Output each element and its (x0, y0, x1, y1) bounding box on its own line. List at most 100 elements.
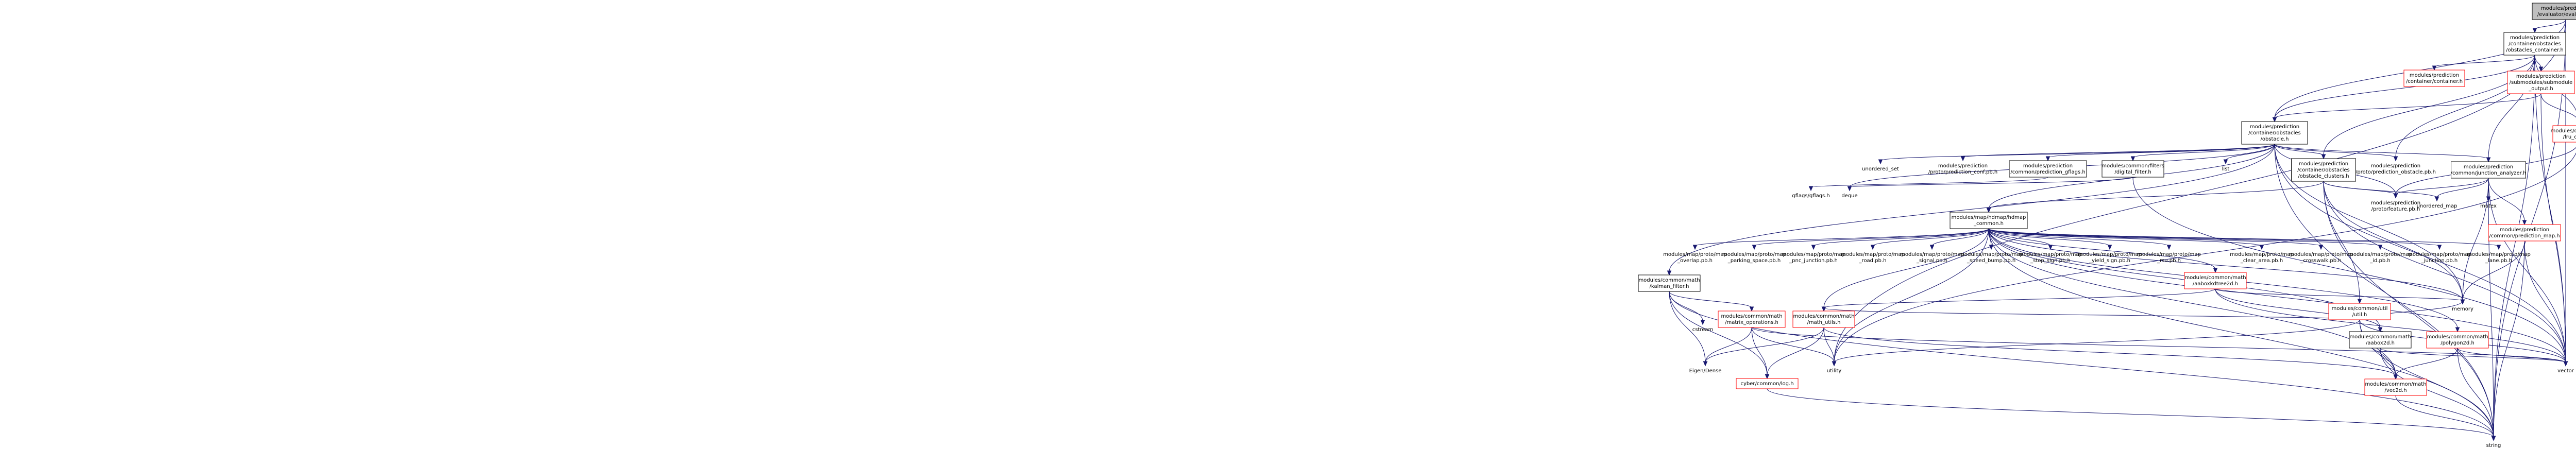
node-label-lane_pb-line-0: modules/map/proto/map (2467, 252, 2531, 257)
node-label-aaboxkdtree2d-line-1: /aaboxkdtree2d.h (2193, 281, 2238, 287)
node-obstacle_clusters[interactable]: modules/prediction/container/obstacles/o… (2292, 159, 2356, 181)
node-label-pnc_junction_pb-line-1: _pnc_junction.pb.h (1789, 258, 1838, 264)
node-aaboxkdtree2d[interactable]: modules/common/math/aaboxkdtree2d.h (2184, 272, 2246, 289)
node-label-obstacle_clusters-line-1: /container/obstacles (2297, 167, 2349, 173)
node-label-polygon2d-line-0: modules/common/math (2427, 334, 2488, 340)
node-matrix_operations[interactable]: modules/common/math/matrix_operations.h (1718, 311, 1785, 327)
node-aabox2d[interactable]: modules/common/math/aabox2d.h (2349, 332, 2411, 348)
arrowhead-obstacle_h-to-digital_filter (2131, 157, 2135, 161)
node-rsu_pb: modules/map/proto/map_rsu.pb.h (2137, 252, 2201, 264)
arrowhead-hdmap_common-to-rsu_pb (2167, 245, 2171, 249)
node-label-kalman_filter-line-1: /kalman_filter.h (1650, 284, 1689, 289)
node-label-junction_pb-line-1: _junction.pb.h (2421, 258, 2458, 264)
node-hdmap_common[interactable]: modules/map/hdmap/hdmap_common.h (1950, 212, 2027, 229)
arrowhead-junction_analyzer-to-unordered_map (2435, 197, 2439, 201)
node-math_utils[interactable]: modules/common/math/math_utils.h (1793, 311, 1855, 327)
node-root[interactable]: modules/prediction/evaluator/evaluator.h (2532, 3, 2576, 20)
edge-obstacle_clusters-to-hdmap_common (1989, 181, 2324, 209)
node-overlap_pb: modules/map/proto/map_overlap.pb.h (1663, 252, 1727, 264)
node-label-speed_bump_pb-line-0: modules/map/proto/map (1959, 252, 2023, 257)
arrowhead-util_h-to-vec2d (2394, 375, 2398, 379)
node-label-prediction_map-line-0: modules/prediction (2500, 227, 2549, 233)
node-label-prediction_conf-line-1: /proto/prediction_conf.pb.h (1928, 169, 1997, 175)
node-mutex: mutex (2480, 203, 2497, 209)
arrowhead-obstacle_h-to-prediction_gflags (2046, 157, 2050, 161)
edge-polygon2d-to-vec2d (2396, 348, 2458, 376)
node-lru_cache[interactable]: modules/common/util/lru_cache.h (2551, 126, 2576, 142)
arrowhead-obstacle_clusters-to-hdmap_common (1987, 208, 1991, 212)
arrowhead-hdmap_common-to-signal_pb (1930, 245, 1934, 249)
node-utility: utility (1827, 368, 1842, 374)
edge-util_h-to-math_utils (1824, 308, 2360, 320)
node-label-id_pb-line-0: modules/map/proto/map (2348, 252, 2412, 257)
arrowhead-hdmap_common-to-overlap_pb (1693, 245, 1697, 249)
node-vector: vector (2557, 368, 2574, 374)
node-label-lru_cache-line-1: /lru_cache.h (2563, 134, 2576, 140)
node-label-crosswalk_pb-line-1: _crosswalk.pb.h (2300, 258, 2341, 264)
node-label-mutex-line-0: mutex (2480, 203, 2497, 209)
edge-matrix_operations-to-cyber_log (1752, 327, 1767, 375)
node-label-kalman_filter-line-0: modules/common/math (1638, 278, 1700, 283)
node-container_h[interactable]: modules/prediction/container/container.h (2404, 70, 2465, 87)
edge-prediction_gflags-to-gflags (1811, 177, 2048, 187)
node-obstacle_h[interactable]: modules/prediction/container/obstacles/o… (2242, 122, 2308, 144)
edge-obstacle_h-to-unordered_set (1880, 144, 2275, 161)
edge-submodule_output-to-lru_cache (2541, 94, 2576, 123)
node-label-aabox2d-line-0: modules/common/math (2349, 334, 2411, 340)
node-label-hdmap_common-line-1: _common.h (1973, 221, 2004, 227)
node-vec2d[interactable]: modules/common/math/vec2d.h (2365, 379, 2427, 395)
node-prediction_obstacle_pb: modules/prediction/proto/prediction_obst… (2355, 163, 2436, 175)
edge-kalman_filter-to-cyber_log (1669, 291, 1767, 375)
node-prediction_gflags[interactable]: modules/prediction/common/prediction_gfl… (2009, 161, 2087, 177)
node-label-string-line-0: string (2486, 443, 2501, 448)
node-signal_pb: modules/map/proto/map_signal.pb.h (1900, 252, 1964, 264)
node-kalman_filter[interactable]: modules/common/math/kalman_filter.h (1638, 275, 1700, 291)
node-label-prediction_gflags-line-1: /common/prediction_gflags.h (2010, 169, 2085, 175)
node-label-parking_space_pb-line-0: modules/map/proto/map (1722, 252, 1786, 257)
arrowhead-junction_analyzer-to-feature_pb (2394, 194, 2398, 198)
node-label-prediction_gflags-line-0: modules/prediction (2023, 163, 2073, 169)
arrowhead-kalman_filter-to-matrix_operations (1750, 307, 1754, 311)
node-id_pb: modules/map/proto/map_id.pb.h (2348, 252, 2412, 264)
node-label-prediction_obstacle_pb-line-1: /proto/prediction_obstacle.pb.h (2355, 169, 2436, 175)
arrowhead-util_h-to-memory (2461, 300, 2465, 304)
node-digital_filter[interactable]: modules/common/filters/digital_filter.h (2102, 161, 2164, 177)
arrowhead-hdmap_common-to-polygon2d (2456, 327, 2460, 332)
node-junction_analyzer[interactable]: modules/prediction/common/junction_analy… (2451, 162, 2527, 178)
edge-kalman_filter-to-cstream (1669, 291, 1703, 321)
arrowhead-hdmap_common-to-parking_space_pb (1753, 245, 1756, 249)
arrowhead-util_h-to-vector (2564, 361, 2568, 366)
node-label-cstream-line-0: cstream (1692, 327, 1714, 333)
node-speed_bump_pb: modules/map/proto/map_speed_bump.pb.h (1959, 252, 2023, 264)
node-polygon2d[interactable]: modules/common/math/polygon2d.h (2427, 332, 2488, 348)
node-label-obstacle_h-line-0: modules/prediction (2250, 124, 2299, 130)
node-prediction_map[interactable]: modules/prediction/common/prediction_map… (2488, 225, 2561, 241)
node-cyber_log[interactable]: cyber/common/log.h (1736, 378, 1798, 389)
node-submodule_output[interactable]: modules/prediction/submodules/submodule_… (2507, 71, 2574, 94)
edge-aaboxkdtree2d-to-math_utils (1824, 289, 2215, 308)
node-label-lane_pb-line-1: _lane.pb.h (2485, 258, 2512, 264)
node-util_h[interactable]: modules/common/util/util.h (2329, 303, 2391, 320)
node-unordered_map: unordered_map (2417, 203, 2458, 209)
node-label-id_pb-line-1: _id.pb.h (2369, 258, 2391, 264)
node-label-junction_analyzer-line-1: /common/junction_analyzer.h (2451, 170, 2527, 176)
node-obstacles_container[interactable]: modules/prediction/container/obstacles/o… (2504, 32, 2566, 55)
edge-hdmap_common-to-clear_area_pb (1989, 229, 2262, 246)
node-label-digital_filter-line-1: /digital_filter.h (2114, 169, 2151, 175)
node-label-vec2d-line-1: /vec2d.h (2384, 388, 2406, 393)
node-label-obstacles_container-line-2: /obstacles_container.h (2506, 47, 2564, 53)
node-label-crosswalk_pb-line-0: modules/map/proto/map (2289, 252, 2353, 257)
arrowhead-obstacle_h-to-unordered_set (1879, 160, 1883, 164)
node-label-util_h-line-1: /util.h (2352, 312, 2367, 318)
node-label-signal_pb-line-0: modules/map/proto/map (1900, 252, 1964, 257)
arrowhead-digital_filter-to-deque (1848, 186, 1852, 191)
arrowhead-hdmap_common-to-crosswalk_pb (2319, 245, 2323, 249)
node-deque: deque (1841, 193, 1857, 199)
edge-polygon2d-to-string (2458, 348, 2494, 437)
arrowhead-hdmap_common-to-clear_area_pb (2260, 245, 2264, 249)
node-label-root-line-1: /evaluator/evaluator.h (2537, 12, 2576, 18)
node-label-speed_bump_pb-line-1: _speed_bump.pb.h (1967, 258, 2015, 264)
edge-obstacle_clusters-to-feature_pb (2324, 181, 2396, 195)
node-label-submodule_output-line-0: modules/prediction (2516, 74, 2566, 79)
